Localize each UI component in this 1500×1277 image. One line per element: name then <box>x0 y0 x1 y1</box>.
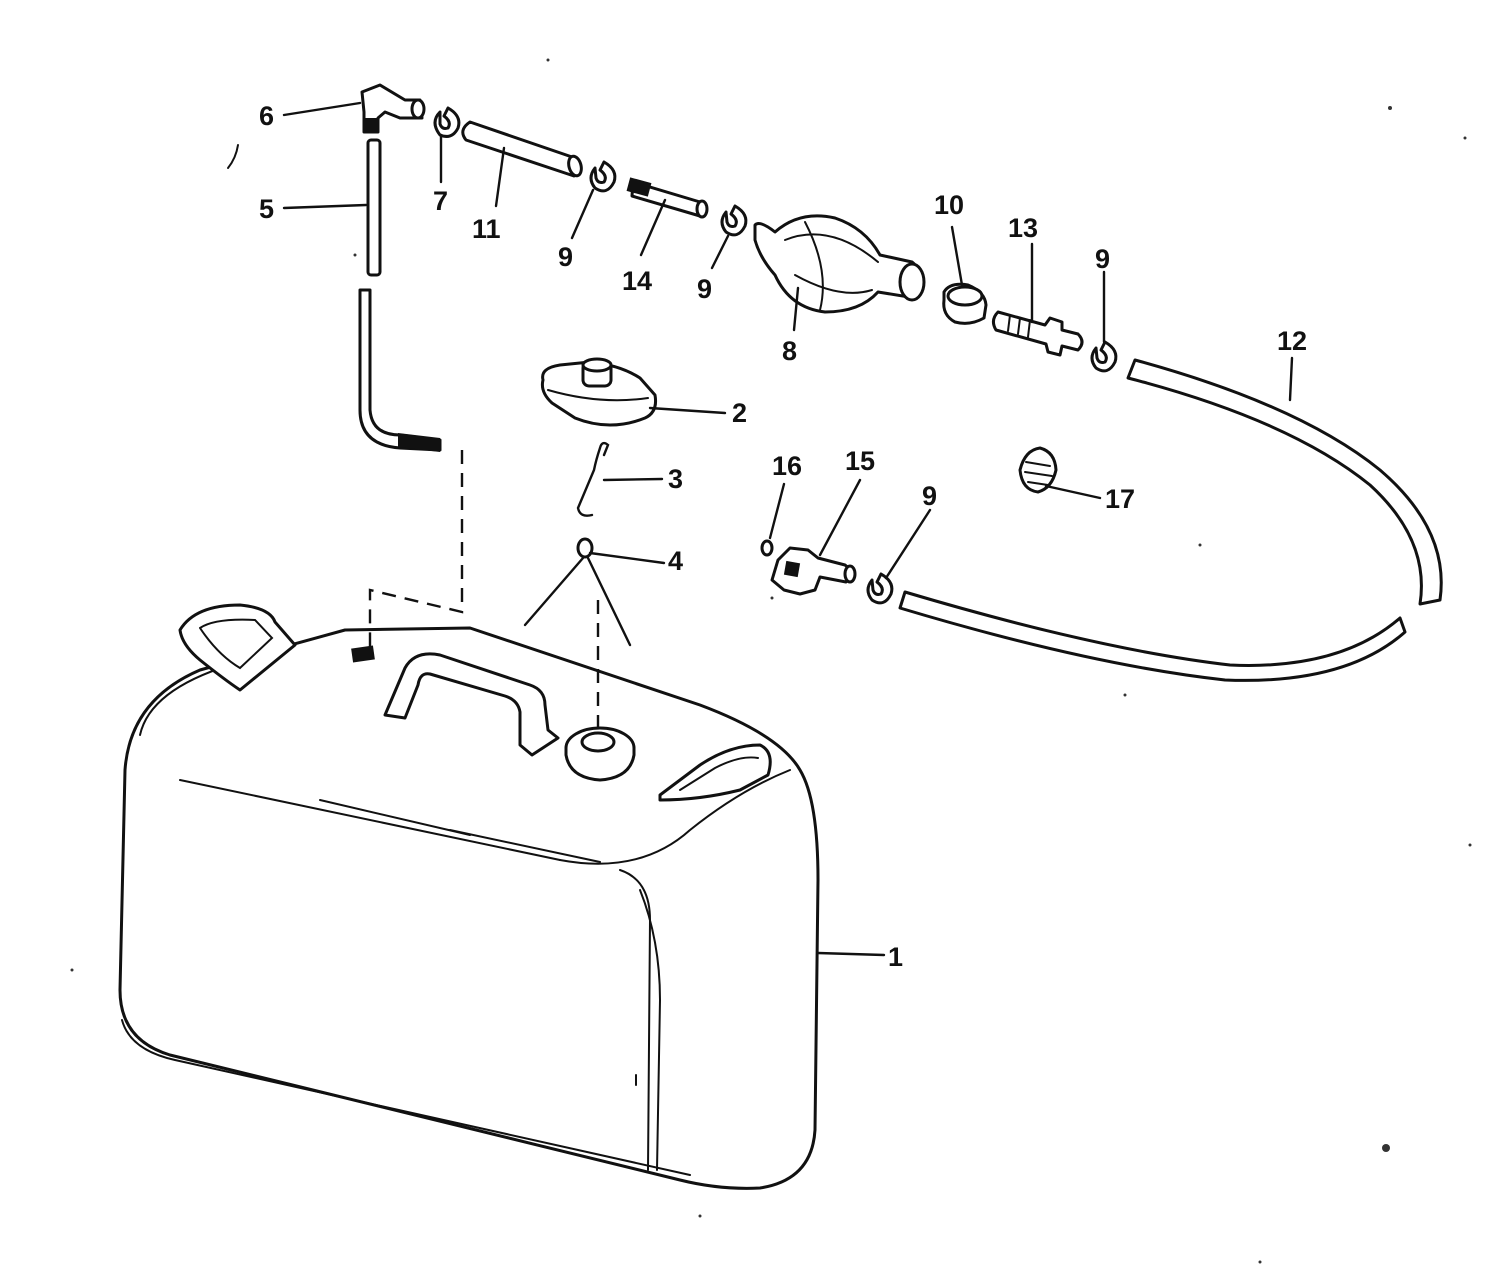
leader-lines <box>282 101 1294 957</box>
o-ring-16 <box>760 539 774 557</box>
callout-17: 17 <box>1105 484 1135 514</box>
clamp-7 <box>433 106 461 138</box>
callout-16: 16 <box>772 451 802 481</box>
collar-10 <box>942 282 988 325</box>
primer-bulb <box>753 214 926 314</box>
retainer <box>523 537 632 647</box>
filler-cap <box>540 357 657 427</box>
clamp-9a <box>589 160 617 193</box>
connector-13 <box>991 310 1084 357</box>
fuel-tank <box>118 603 820 1190</box>
callout-9b: 9 <box>697 274 712 304</box>
chain-hook <box>576 441 610 517</box>
callout-1: 1 <box>888 942 903 972</box>
callout-7: 7 <box>433 186 448 216</box>
callout-2: 2 <box>732 398 747 428</box>
callout-9c: 9 <box>1095 244 1110 274</box>
clamp-9d <box>866 572 894 605</box>
callout-12: 12 <box>1277 326 1307 356</box>
clamp-9b <box>720 204 748 237</box>
callout-13: 13 <box>1008 213 1038 243</box>
elbow-fitting <box>360 83 426 134</box>
callout-9a: 9 <box>558 242 573 272</box>
pickup-tube <box>358 138 442 452</box>
callout-10: 10 <box>934 190 964 220</box>
scan-specks <box>70 58 1472 1264</box>
callout-8: 8 <box>782 336 797 366</box>
callout-15: 15 <box>845 446 875 476</box>
pickup-tube-dashed-line <box>368 450 464 655</box>
connector-15 <box>770 546 857 596</box>
hose-12 <box>898 358 1443 682</box>
clamp-17 <box>1018 446 1058 494</box>
callout-11: 11 <box>472 214 501 244</box>
callout-9d: 9 <box>922 481 937 511</box>
callout-4: 4 <box>668 546 683 576</box>
callout-6: 6 <box>259 101 274 131</box>
hose-11 <box>461 120 583 178</box>
callout-14: 14 <box>622 266 652 296</box>
connector-14 <box>626 177 709 219</box>
clamp-9c <box>1090 340 1118 373</box>
callout-5: 5 <box>259 194 274 224</box>
callout-3: 3 <box>668 464 683 494</box>
